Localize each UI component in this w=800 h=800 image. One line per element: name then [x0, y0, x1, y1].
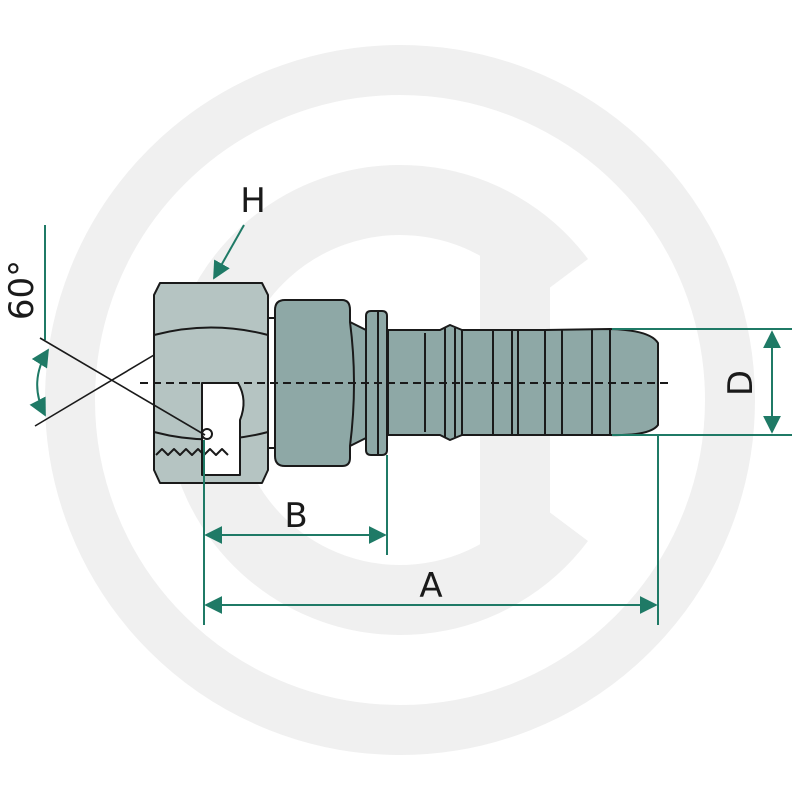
- b-dimension: [203, 440, 388, 625]
- fitting-body: [268, 299, 367, 467]
- label-a: A: [419, 566, 442, 606]
- angle-dimension: [29, 225, 206, 436]
- label-b: B: [284, 496, 307, 536]
- h-leader: [213, 224, 245, 280]
- label-angle: 60°: [2, 260, 42, 320]
- d-dimension: [612, 328, 792, 436]
- a-dimension: [204, 435, 659, 625]
- label-d: D: [721, 370, 761, 396]
- label-h: H: [240, 181, 266, 221]
